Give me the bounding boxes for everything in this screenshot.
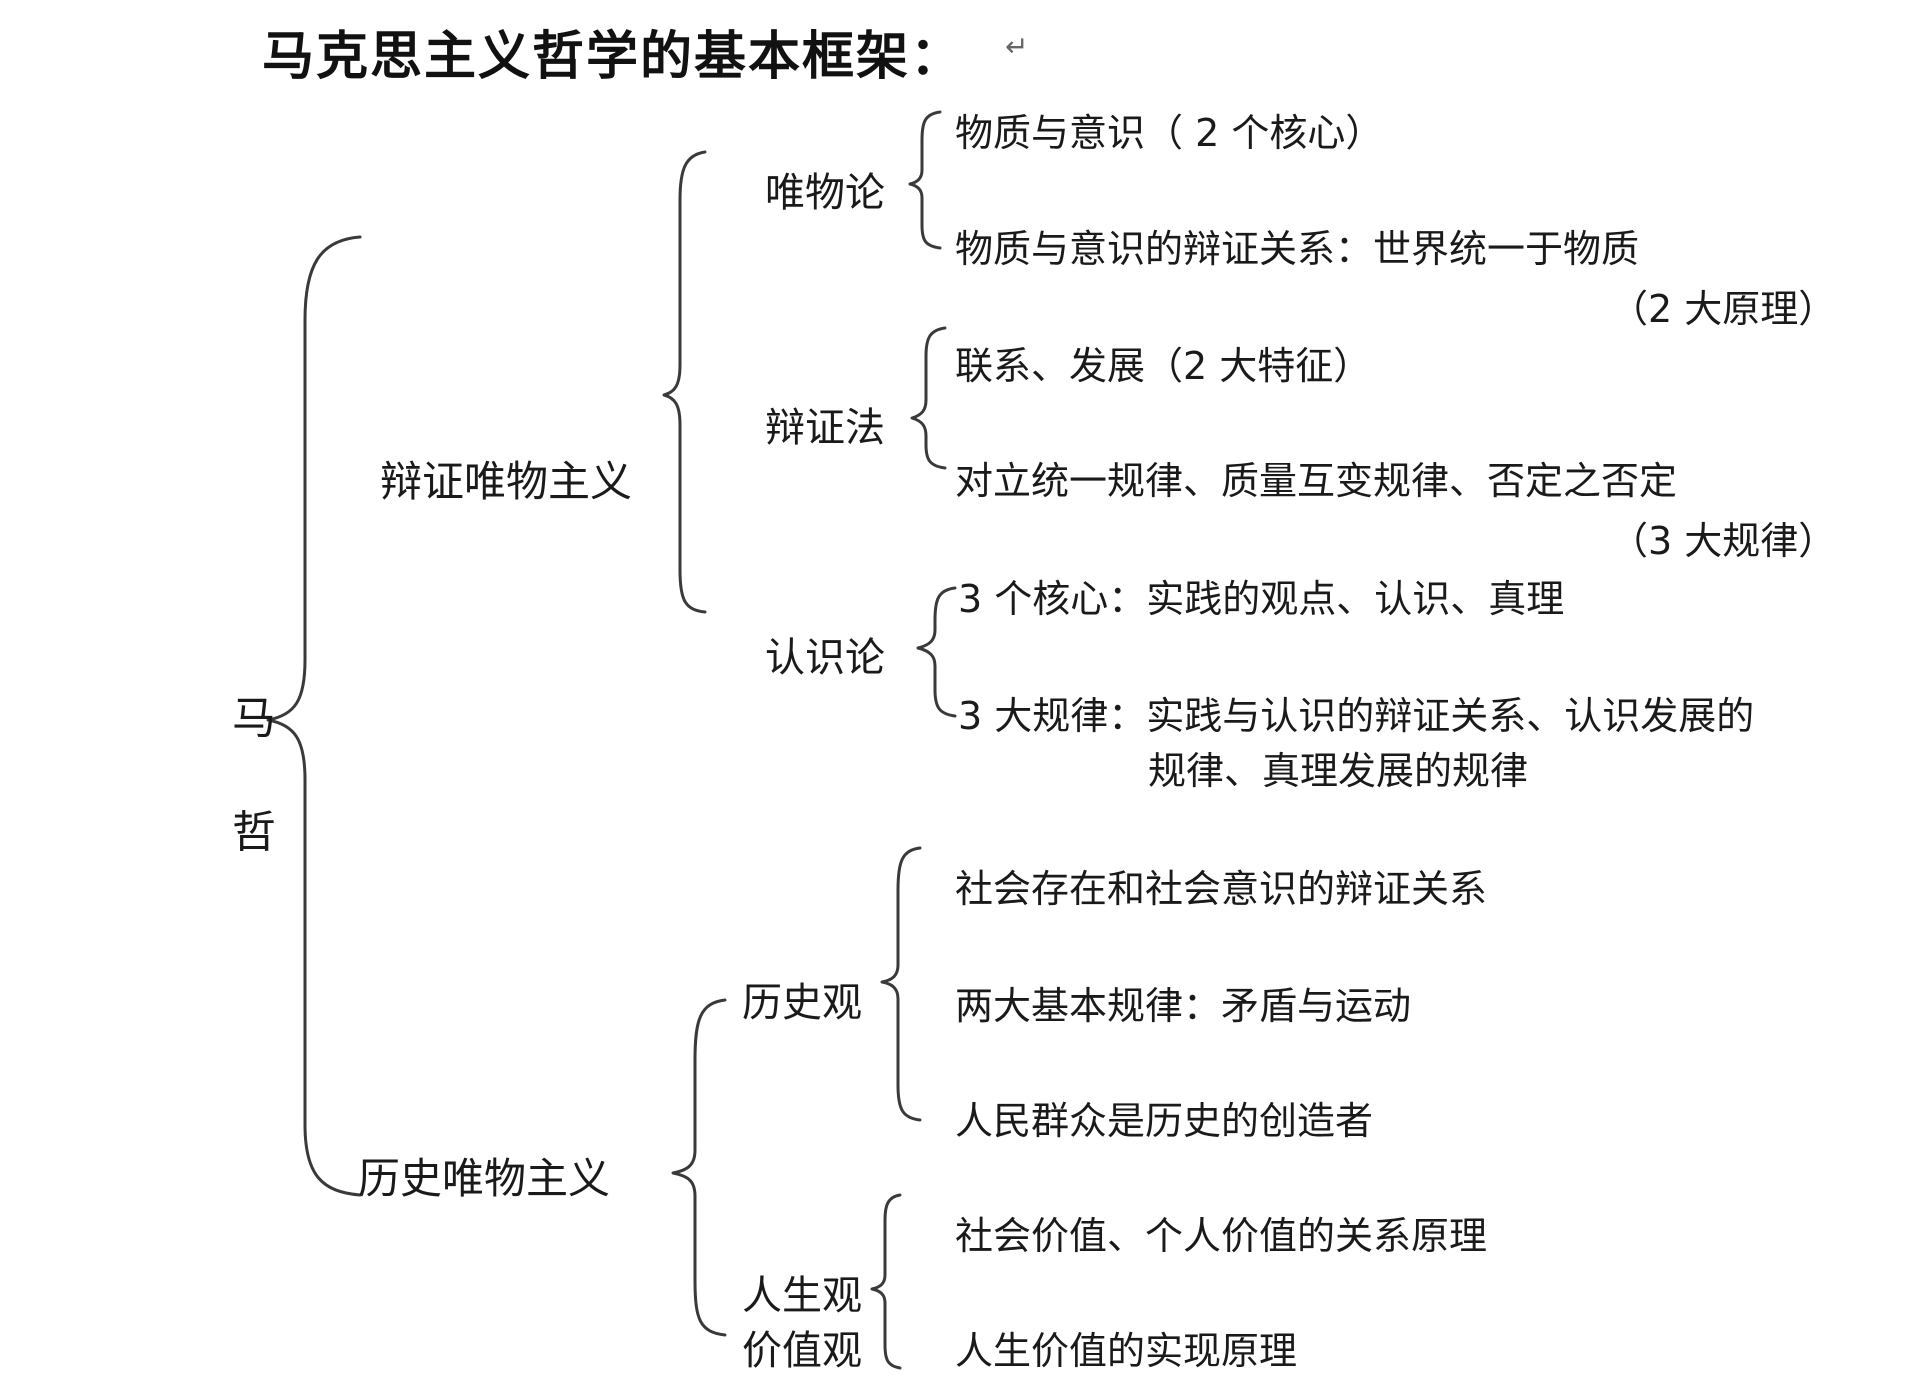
value-view-label: 价值观 [742, 1328, 862, 1374]
return-mark-icon: ↵ [1005, 30, 1029, 63]
materialism-item-2: 物质与意识的辩证关系：世界统一于物质 [955, 227, 1640, 271]
epistemology-label: 认识论 [765, 635, 885, 681]
life-value-item-1: 社会价值、个人价值的关系原理 [955, 1214, 1488, 1258]
epistemology-item-1: 3 个核心：实践的观点、认识、真理 [958, 577, 1565, 621]
history-view-item-3: 人民群众是历史的创造者 [955, 1099, 1374, 1143]
history-view-label: 历史观 [742, 980, 862, 1026]
dialectics-brace [910, 326, 947, 470]
epistemology-item-2: 3 大规律：实践与认识的辩证关系、认识发展的 [958, 694, 1755, 738]
history-view-brace [880, 846, 922, 1122]
dialectics-item-1: 联系、发展（2 大特征） [955, 344, 1372, 388]
dialectics-item-3: （3 大规律） [1610, 519, 1837, 563]
materialism-brace [908, 110, 942, 250]
history-view-item-1: 社会存在和社会意识的辩证关系 [955, 867, 1488, 911]
life-view-label: 人生观 [742, 1273, 862, 1319]
materialism-label: 唯物论 [765, 170, 885, 216]
epistemology-item-3: 规律、真理发展的规律 [1148, 749, 1529, 793]
history-view-item-2: 两大基本规律：矛盾与运动 [955, 984, 1412, 1028]
epistemology-brace [916, 586, 957, 718]
dialectical-materialism-label: 辩证唯物主义 [380, 457, 633, 506]
dialectics-label: 辩证法 [765, 405, 885, 451]
historical-materialism-label: 历史唯物主义 [358, 1154, 611, 1203]
life-value-brace [870, 1193, 902, 1370]
dialectics-item-2: 对立统一规律、质量互变规律、否定之否定 [955, 459, 1678, 503]
historical-brace [671, 998, 727, 1337]
root-brace [266, 235, 362, 1197]
dialectical-brace [662, 150, 707, 614]
materialism-item-3: （2 大原理） [1610, 287, 1837, 331]
root-label-line2: 哲 [232, 807, 276, 858]
diagram-title: 马克思主义哲学的基本框架： [262, 27, 965, 87]
materialism-item-1: 物质与意识（ 2 个核心） [955, 111, 1384, 155]
root-label-line1: 马 [232, 693, 276, 744]
life-value-item-2: 人生价值的实现原理 [955, 1329, 1298, 1373]
